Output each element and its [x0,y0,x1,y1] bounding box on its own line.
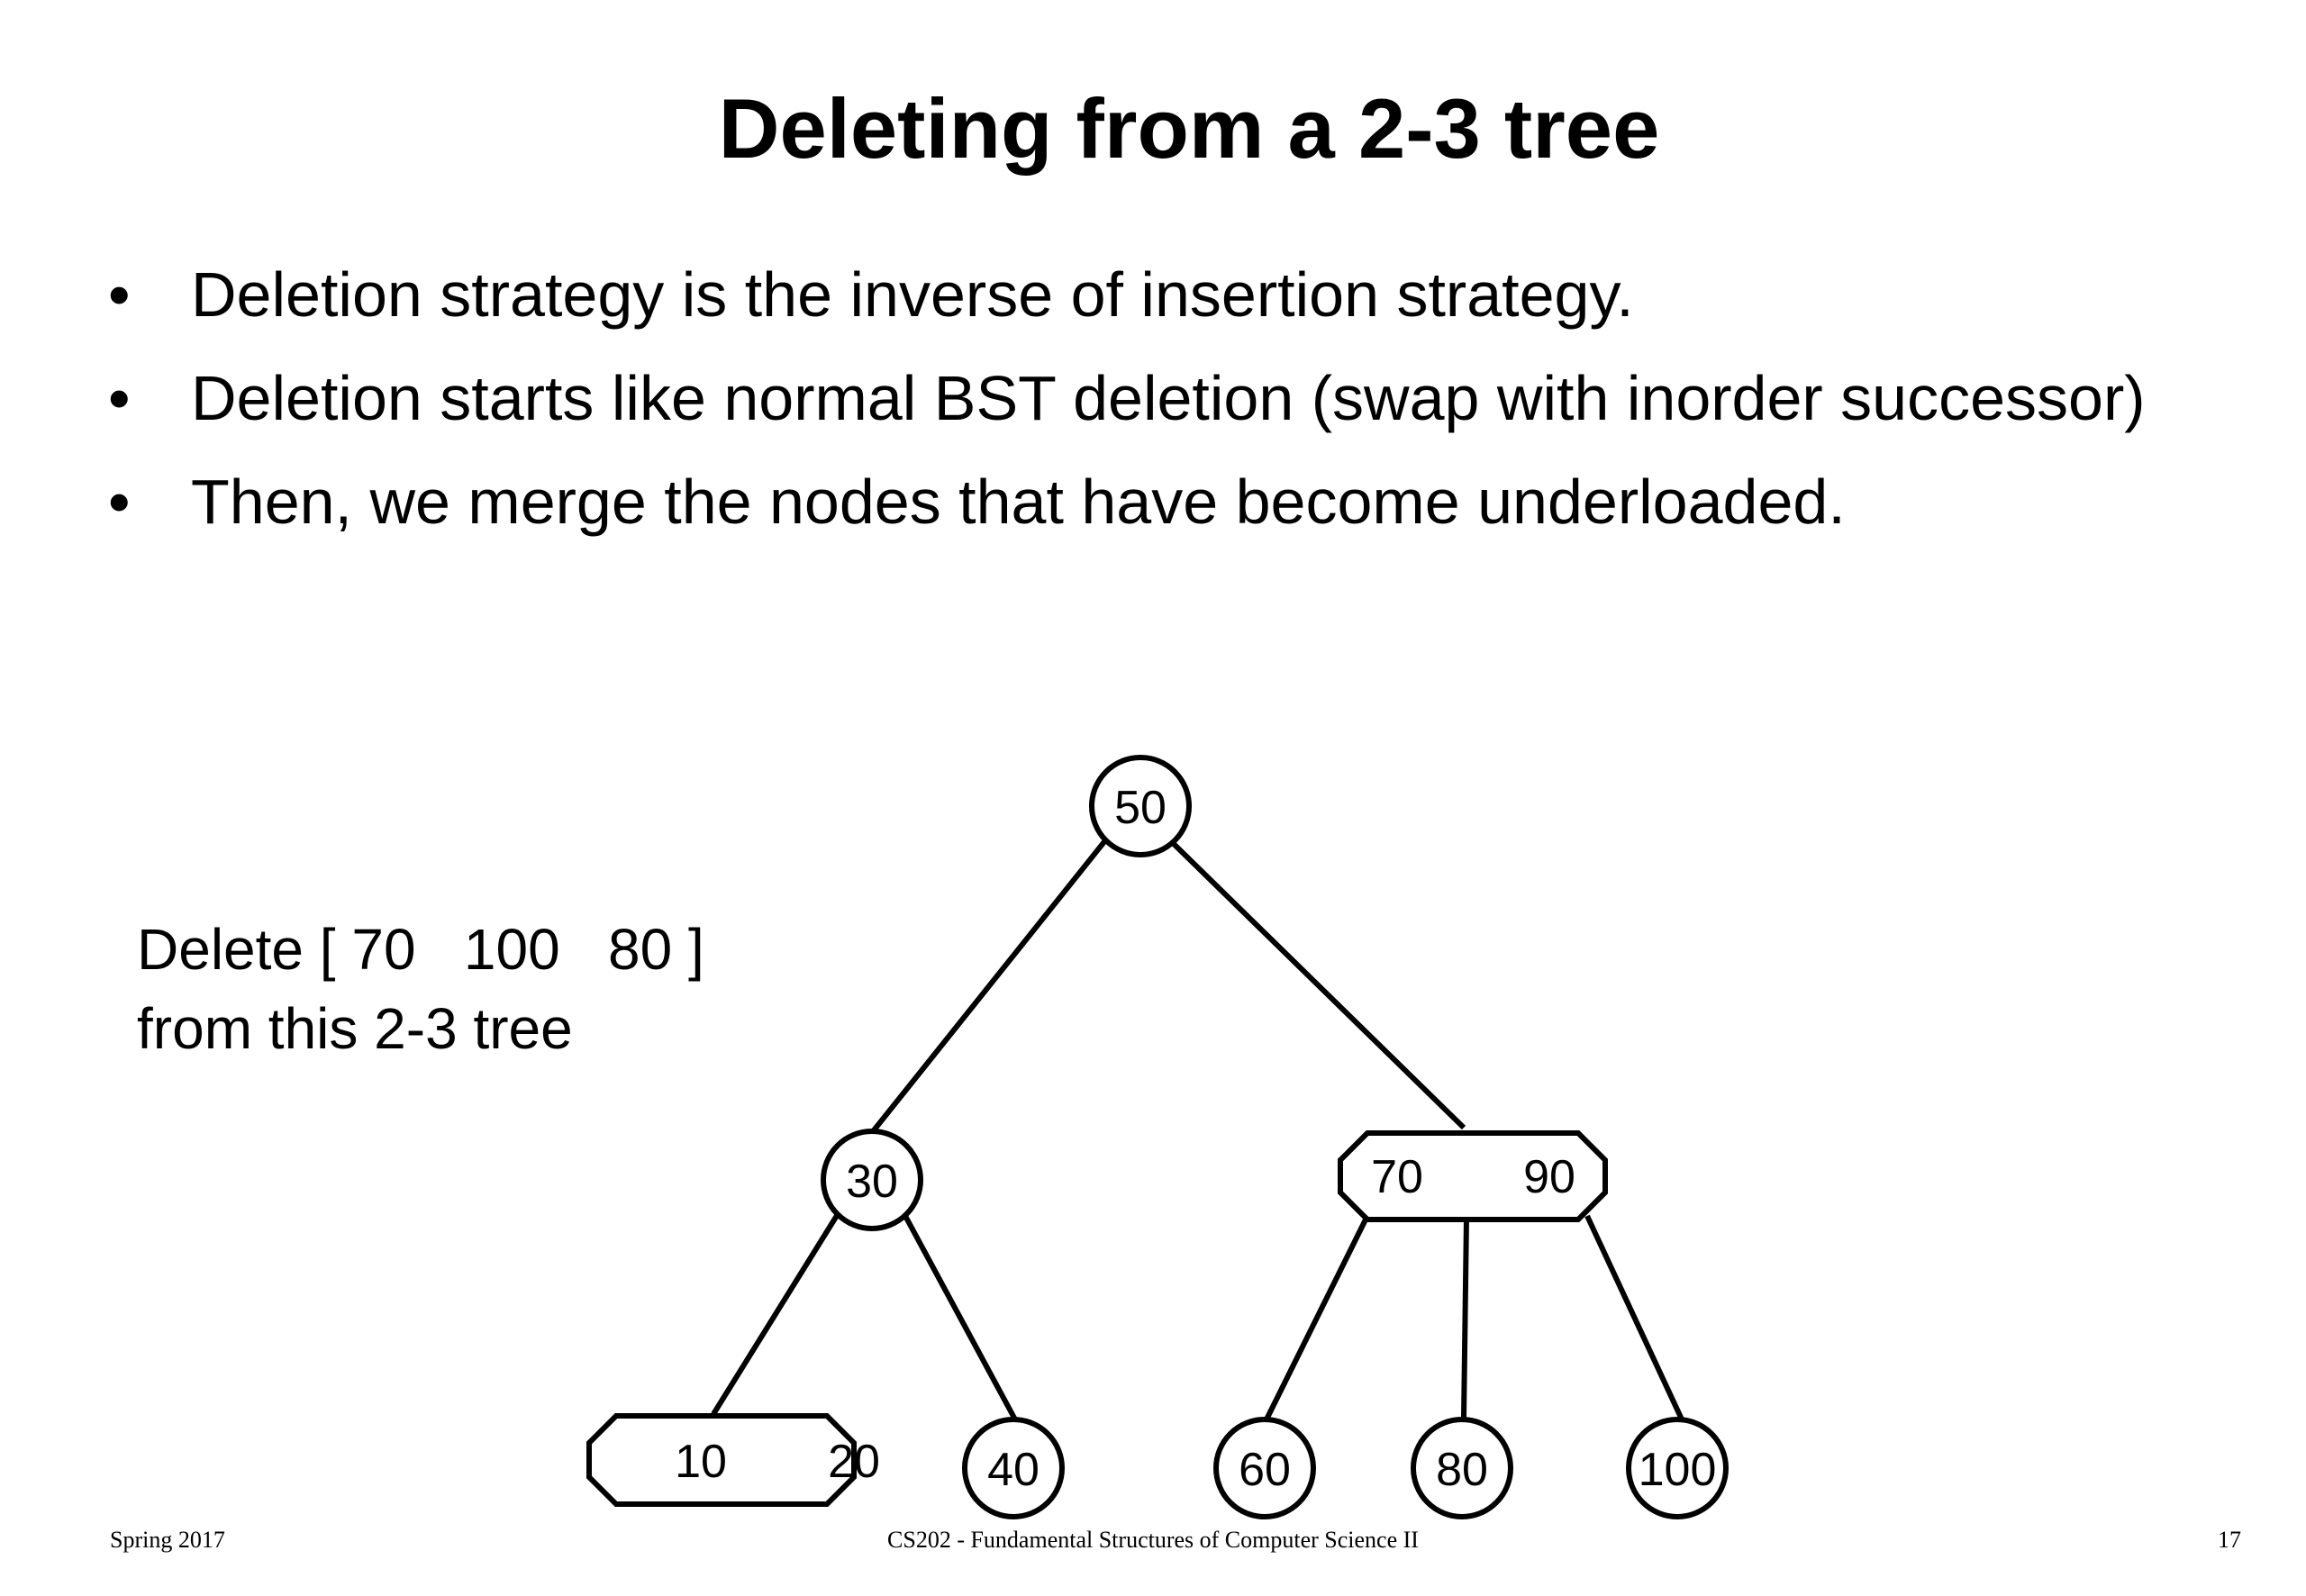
bullet-text: Then, we merge the nodes that have becom… [191,467,1846,537]
node-leaf-l5 [1626,1417,1729,1519]
footer-course: CS202 - Fundamental Structures of Comput… [887,1527,1419,1553]
key-20: 20 [828,1436,880,1488]
node-root [1089,755,1192,857]
slide-number: 17 [2218,1527,2241,1553]
edge-root-left [871,838,1109,1132]
key-90: 90 [1523,1151,1575,1203]
slide-title: Deleting from a 2-3 tree [718,81,1660,176]
bullet-item: • Then, we merge the nodes that have bec… [108,450,2146,554]
key-10: 10 [675,1436,727,1488]
key-40: 40 [987,1444,1040,1496]
node-leaf-l1 [586,1413,857,1507]
bullet-list: • Deletion strategy is the inverse of in… [108,243,2146,554]
node-left [821,1129,923,1231]
bullet-text: Deletion starts like normal BST deletion… [191,363,2146,433]
edge-right-l3 [1263,1214,1370,1423]
tree-edges [711,838,1685,1423]
bullet-dot-icon: • [108,467,131,537]
key-100: 100 [1639,1444,1717,1496]
bullet-dot-icon: • [108,259,131,330]
edge-left-l2 [903,1214,1019,1423]
key-60: 60 [1239,1444,1291,1496]
edge-right-l4 [1461,1217,1469,1419]
tree-nodes [586,755,1729,1519]
key-50: 50 [1114,782,1167,834]
node-right [1338,1130,1608,1222]
node-leaf-l4 [1411,1417,1513,1519]
bullet-dot-icon: • [108,363,131,433]
key-70: 70 [1371,1151,1423,1203]
edge-root-right [1170,840,1466,1130]
edge-right-l5 [1584,1214,1685,1423]
bullet-text: Deletion strategy is the inverse of inse… [191,259,1634,330]
edge-left-l1 [711,1212,840,1416]
node-leaf-l2 [962,1417,1065,1519]
node-leaf-l3 [1213,1417,1316,1519]
delete-instruction: Delete [ 70 100 80 ] from this 2-3 tree [137,917,704,1061]
footer-term: Spring 2017 [110,1527,225,1553]
bullet-item: • Deletion strategy is the inverse of in… [108,243,2146,347]
key-80: 80 [1436,1444,1488,1496]
bullet-item: • Deletion starts like normal BST deleti… [108,347,2146,450]
key-30: 30 [846,1156,898,1208]
